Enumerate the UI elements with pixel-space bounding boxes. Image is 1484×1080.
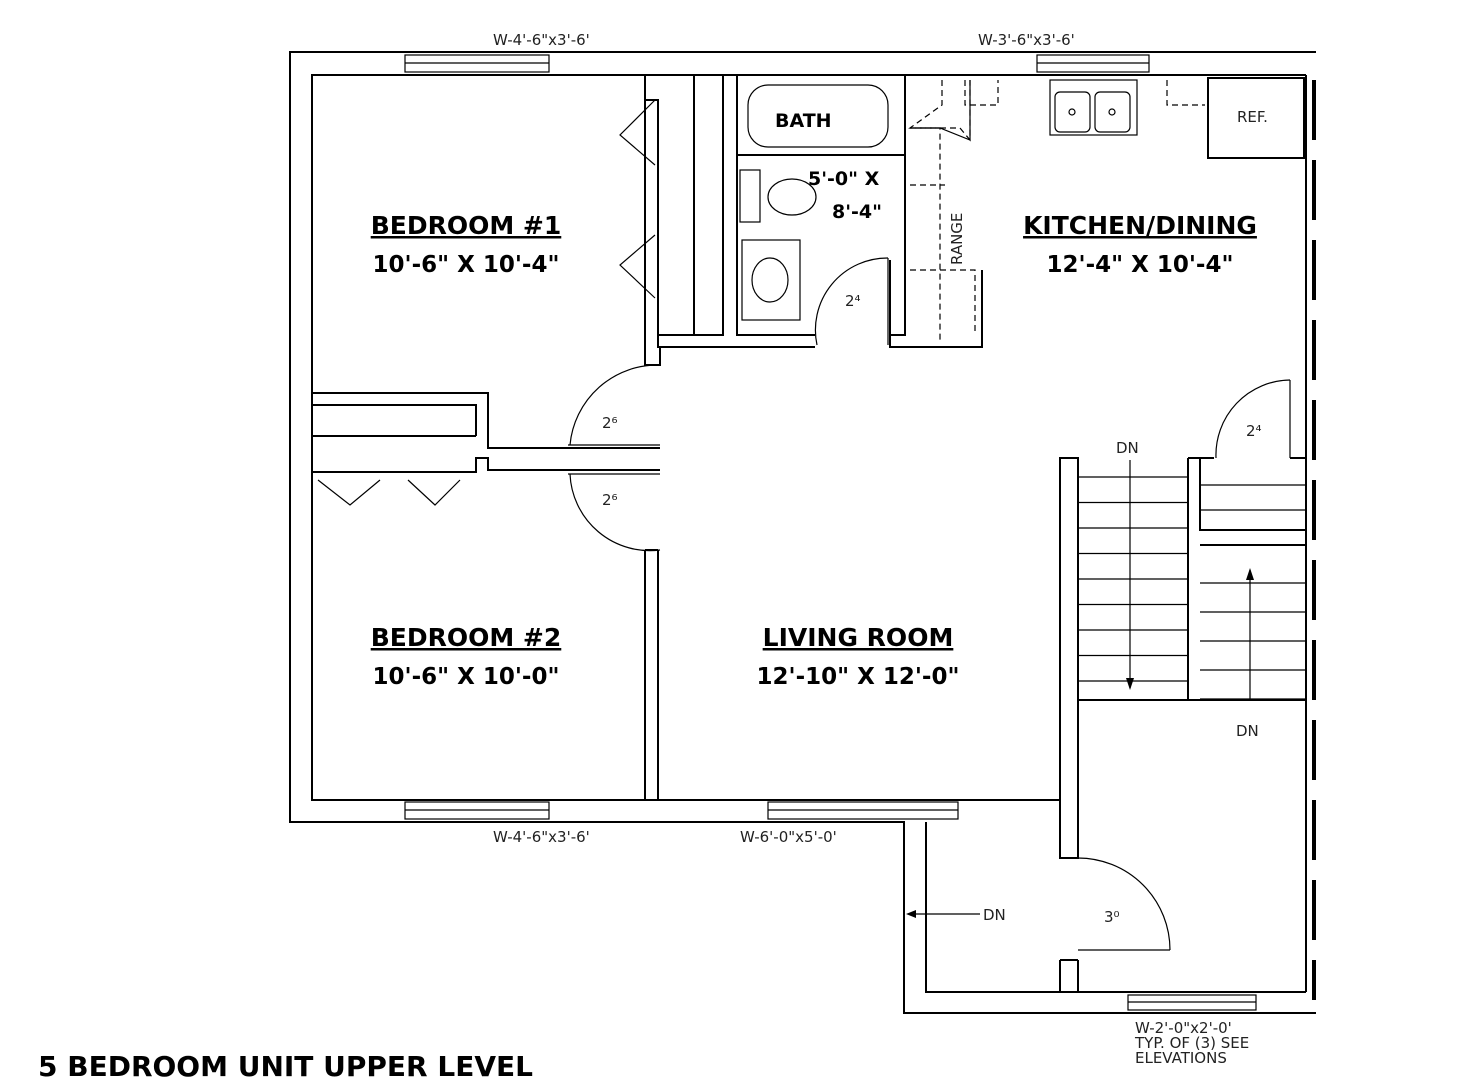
refrigerator: [1207, 77, 1305, 159]
window-label: ELEVATIONS: [1135, 1049, 1227, 1067]
stair-dn-label: DN: [1236, 722, 1259, 740]
windows: [404, 54, 1257, 1011]
sink-vanity: [741, 239, 801, 321]
room-name-bedroom-1: BEDROOM #1: [371, 211, 562, 240]
room-name-kitchen: KITCHEN/DINING: [1023, 211, 1257, 240]
range-label: RANGE: [948, 213, 966, 265]
door-size: 2⁶: [602, 414, 618, 432]
stair-dn-label: DN: [1116, 439, 1139, 457]
kitchen-sink: [1049, 79, 1138, 136]
window-label: W-4'-6"x3'-6': [493, 31, 590, 49]
toilet: [767, 178, 817, 216]
door-size: 3⁰: [1104, 908, 1120, 926]
room-size-bedroom-2: 10'-6" X 10'-0": [373, 664, 560, 690]
window-label: W-2'-0"x2'-0': [1135, 1019, 1232, 1037]
stairs: [906, 460, 1306, 918]
interior-walls: [312, 75, 1306, 800]
window-labels: W-4'-6"x3'-6' W-3'-6"x3'-6' W-4'-6"x3'-6…: [493, 31, 1249, 1067]
door-size: 2⁶: [602, 491, 618, 509]
exterior-walls: [289, 51, 1316, 1014]
room-size-living-room: 12'-10" X 12'-0": [757, 664, 960, 690]
window-label: W-3'-6"x3'-6': [978, 31, 1075, 49]
fixtures: [739, 77, 1305, 340]
door-size: 2⁴: [1246, 422, 1262, 440]
bathtub: [747, 84, 889, 148]
door-size: 2⁴: [845, 292, 861, 310]
room-name-bedroom-2: BEDROOM #2: [371, 623, 562, 652]
window-label: TYP. OF (3) SEE: [1134, 1034, 1249, 1052]
room-size-kitchen: 12'-4" X 10'-4": [1047, 252, 1234, 278]
doors: [317, 99, 1291, 951]
room-size-bedroom-1: 10'-6" X 10'-4": [373, 252, 560, 278]
room-labels: BEDROOM #1 10'-6" X 10'-4" BEDROOM #2 10…: [371, 108, 1268, 690]
plan-title: 5 BEDROOM UNIT UPPER LEVEL: [38, 1050, 533, 1080]
ref-label: REF.: [1237, 108, 1268, 126]
room-name-bath: BATH: [775, 110, 832, 132]
window-label: W-4'-6"x3'-6': [493, 828, 590, 846]
room-size-bath-2: 8'-4": [832, 201, 882, 223]
room-name-living-room: LIVING ROOM: [763, 623, 954, 652]
stair-dn-label: DN: [983, 906, 1006, 924]
window-label: W-6'-0"x5'-0': [740, 828, 837, 846]
door-labels: 2⁴ 2⁶ 2⁶ 2⁴ 3⁰ DN DN DN: [602, 292, 1262, 926]
room-size-bath-1: 5'-0" X: [808, 168, 880, 190]
